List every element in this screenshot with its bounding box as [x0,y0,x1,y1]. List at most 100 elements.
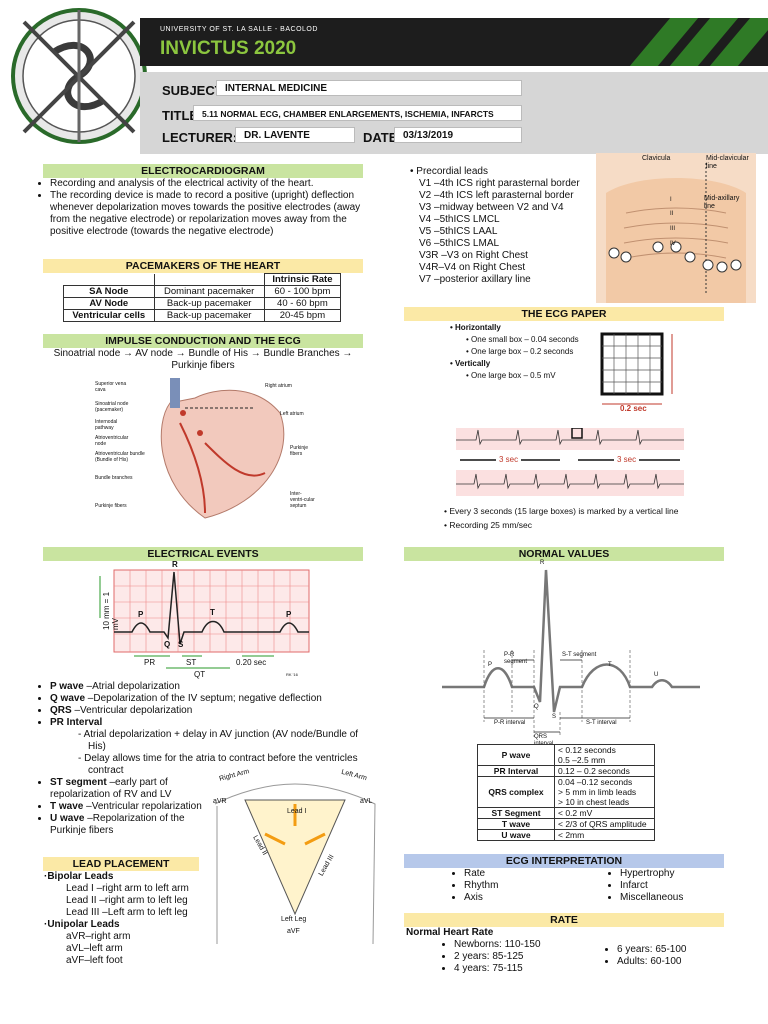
subject-field: INTERNAL MEDICINE [216,80,522,96]
list-item: ST segment –early part of repolarization… [50,777,205,801]
list-item: V4 –5thICS LMCL [419,214,500,225]
list-item: 2 years: 85-125 [454,951,590,963]
interval-label: 0.20 sec [236,658,267,667]
list-item: Lead I –right arm to left arm [66,883,189,894]
figure-label: T [608,662,612,668]
ecg-strip-figure: 3 sec 3 sec [456,427,684,498]
def-term: U wave [50,813,85,824]
figure-label: Left atrium [280,411,304,417]
list-item: aVL–left arm [66,943,123,954]
sub-item: - Atrial depolarization + delay in AV ju… [78,729,359,752]
normal-values-figure: R P P-R segment S-T segment T U P-R inte… [442,560,700,747]
table-cell: U wave [477,829,555,841]
list-item: Hypertrophy [620,868,726,880]
figure-label: aVR [213,798,227,805]
rate-subheading: Normal Heart Rate [406,927,494,938]
box-label: 0.2 sec [620,404,647,413]
figure-label: III [670,226,676,232]
list-item: V3 –midway between V2 and V4 [419,202,564,213]
ecg-paper-notes: • Every 3 seconds (15 large boxes) is ma… [444,506,714,531]
figure-label: I [670,197,672,203]
list-item: V2 –4th ICS left parasternal border [419,190,574,201]
axis-label: 10 mm = 1 mV [102,591,120,630]
list-item: Lead II –right arm to left leg [66,895,188,906]
wave-label: P [138,610,144,619]
list-item: QRS –Ventricular depolarization [50,705,366,717]
list-item: V6 –5thICS LMAL [419,238,500,249]
table-header: Intrinsic Rate [263,273,342,286]
electrical-events-definitions: P wave –Atrial depolarization Q wave –De… [36,681,366,837]
einthoven-triangle-figure: Right Arm Left Arm aVR aVL Lead I Lead I… [205,764,385,945]
table-cell: 20-45 bpm [263,309,342,322]
list-item: Newborns: 110-150 [454,939,590,951]
wave-label: S [178,640,184,649]
figure-label: P-R segment [504,652,528,665]
interval-label: PR [144,658,156,667]
figure-label: Left Leg [281,916,307,923]
table-cell: Dominant pacemaker [153,285,265,298]
table-cell: < 0.2 mV [554,807,655,819]
figure-label: Mid-axillary line [704,195,740,210]
wave-label: T [210,608,215,617]
rate-heading: RATE [404,913,724,927]
def-term: Q wave [50,693,86,704]
list-item: V3R –V3 on Right Chest [419,250,528,261]
list-item: PR Interval [50,717,366,729]
table-cell: 60 - 100 bpm [263,285,342,298]
normal-values-table: P wave< 0.12 seconds 0.5 –2.5 mm PR Inte… [477,744,655,841]
table-cell: < 0.12 seconds 0.5 –2.5 mm [554,744,655,766]
topic-field: 5.11 NORMAL ECG, CHAMBER ENLARGEMENTS, I… [193,105,522,121]
list-item: aVR–right arm [66,931,131,942]
lecturer-label: LECTURER: [162,130,238,145]
figure-label: Atrioventricular node [95,435,129,447]
table-cell: ST Segment [477,807,555,819]
lecturer-field: DR. LAVENTE [235,127,355,143]
sub-text: Atrial depolarization + delay in AV junc… [83,729,359,752]
paper-subheading: • Vertically [450,359,491,368]
table-cell: QRS complex [477,776,555,808]
table-cell: T wave [477,818,555,830]
figure-label: aVF [287,928,300,935]
figure-label: Right atrium [265,383,292,389]
impulse-line: Purkinje fibers [171,360,235,371]
table-row: U wave< 2mm [477,829,655,841]
list-text: One large box – 0.2 seconds [471,347,574,356]
table-cell: < 2/3 of QRS amplitude [554,818,655,830]
title-label: TITLE: [162,108,203,123]
figure-label: P-R interval [494,720,526,726]
list-item: V4R–V4 on Right Chest [419,262,526,273]
def-desc: –early part of repolarization of RV and … [50,777,172,800]
def-desc: –Depolarization of the IV septum; negati… [85,693,322,704]
date-label: DATE: [363,130,402,145]
strip-label: 3 sec [496,455,522,464]
rate-col2: 6 years: 65-100 Adults: 60-100 [603,944,723,968]
table-cell: Back-up pacemaker [153,297,265,310]
list-item: • One large box – 0.5 mV [466,371,556,380]
impulse-line: Sinoatrial node → AV node → Bundle of Hi… [53,348,353,359]
table-cell: P wave [477,744,555,766]
note: • Every 3 seconds (15 large boxes) is ma… [444,506,679,516]
table-cell: 0.04 –0.12 seconds > 5 mm in limb leads … [554,776,655,808]
list-item: Lead III –Left arm to left leg [66,907,188,918]
electrical-events-heading: ELECTRICAL EVENTS [43,547,363,561]
sub-item: - Delay allows time for the atria to con… [78,753,358,776]
list-item: Adults: 60-100 [617,956,723,968]
list-item: • One small box – 0.04 seconds [466,335,579,344]
figure-label: Internodal pathway [95,419,118,431]
wave-label: R [172,560,178,569]
ecg-interp-col1: Rate Rhythm Axis [450,868,570,904]
def-term: T wave [50,801,84,812]
ecg-paper-text: • Horizontally • One small box – 0.04 se… [450,322,600,382]
precordial-title: • Precordial leads [410,166,488,177]
list-item: 6 years: 65-100 [617,944,723,956]
def-term: QRS [50,705,72,716]
table-cell: < 2mm [554,829,655,841]
list-item: V1 –4th ICS right parasternal border [419,178,580,189]
figure-label: P [488,662,493,668]
rate-col1: Newborns: 110-150 2 years: 85-125 4 year… [440,939,590,975]
